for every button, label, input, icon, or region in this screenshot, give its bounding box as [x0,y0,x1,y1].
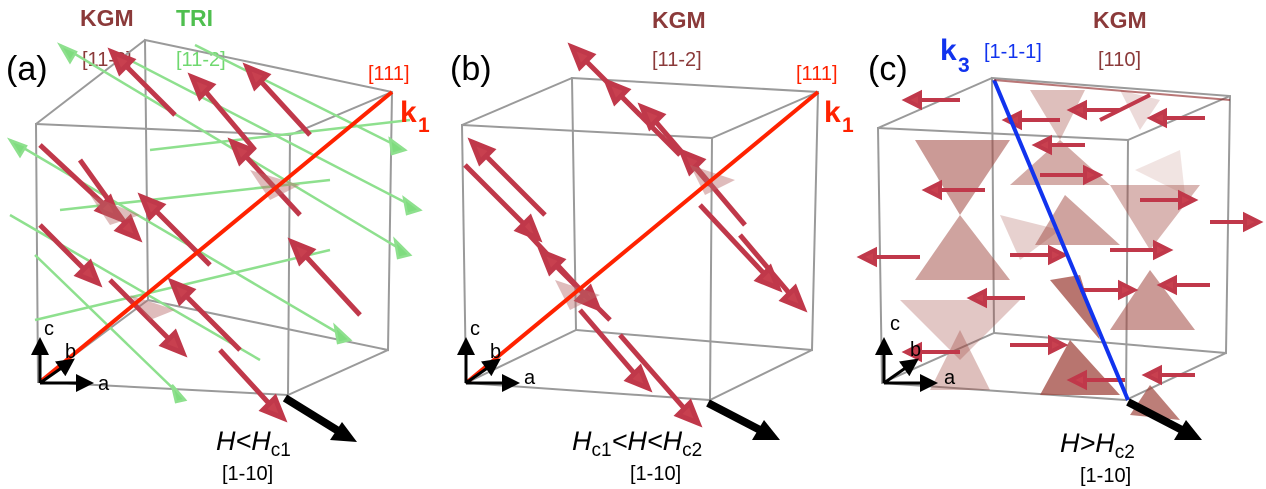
k3-top-edge-c [993,79,1231,101]
k-label-a: k [400,96,417,129]
k-label-b: k [824,96,841,129]
axes-triad-c [875,337,938,392]
field-arrowhead-a [330,422,357,442]
field-arrow-c [1126,398,1184,434]
field-dir-b: [1-10] [630,463,681,485]
header-kgm-a: KGM [80,5,134,31]
axis-c-a: c [44,318,54,340]
panel-a: (a) KGM [11-2] TRI [11-2] [6,5,430,485]
axis-b-a: b [65,341,76,363]
kgm-spins-c [856,89,1264,391]
field-arrowhead-c [1174,420,1202,440]
kgm-triangles-a [90,170,300,320]
condition-c: H>Hc2 [1060,428,1135,463]
k1-line-b [464,90,820,385]
header-tri-a: TRI [176,5,213,31]
field-arrow-b [706,399,762,434]
axis-a-c: a [944,367,956,389]
header-kgm-dir-b: [11-2] [652,49,702,71]
header-kgm-b: KGM [652,7,706,33]
kgm-spins-b [463,42,808,428]
axis-a-a: a [98,373,110,395]
axis-c-b: c [470,318,480,340]
field-arrow-a [282,394,343,436]
axis-b-b: b [490,341,501,363]
field-arrowhead-b [752,420,780,440]
k-label-c: k [940,34,957,67]
unit-cube-b [460,76,820,402]
k-sub-c: 3 [958,54,970,77]
panel-label-c: (c) [868,50,908,88]
axes-triad-a [31,337,94,392]
k-dir-a: [111] [368,63,410,85]
header-kgm-c: KGM [1093,7,1147,33]
field-dir-a: [1-10] [222,463,273,485]
axes-triad-b [457,337,520,392]
axis-a-b: a [524,367,536,389]
field-dir-c: [1-10] [1080,465,1131,487]
panel-label-a: (a) [6,50,48,88]
condition-a: H<Hc1 [216,426,291,461]
k1-line-a [38,90,394,384]
condition-b: Hc1<H<Hc2 [572,426,702,461]
header-kgm-dir-c: [110] [1098,49,1141,71]
axis-c-c: c [890,313,900,335]
tetrahedra-c [900,90,1200,420]
kgm-spins-a [38,47,362,423]
panel-c: (c) KGM [110] [856,7,1264,487]
k3-line-c [992,79,1130,401]
panel-b: (b) KGM [11-2] [111] k [450,7,854,485]
k-sub-b: 1 [842,114,854,137]
k-dir-b: [111] [796,63,838,85]
axis-b-c: b [910,339,921,361]
k-dir-c: [1-1-1] [984,41,1042,63]
panel-label-b: (b) [450,50,492,88]
k-sub-a: 1 [418,114,430,137]
